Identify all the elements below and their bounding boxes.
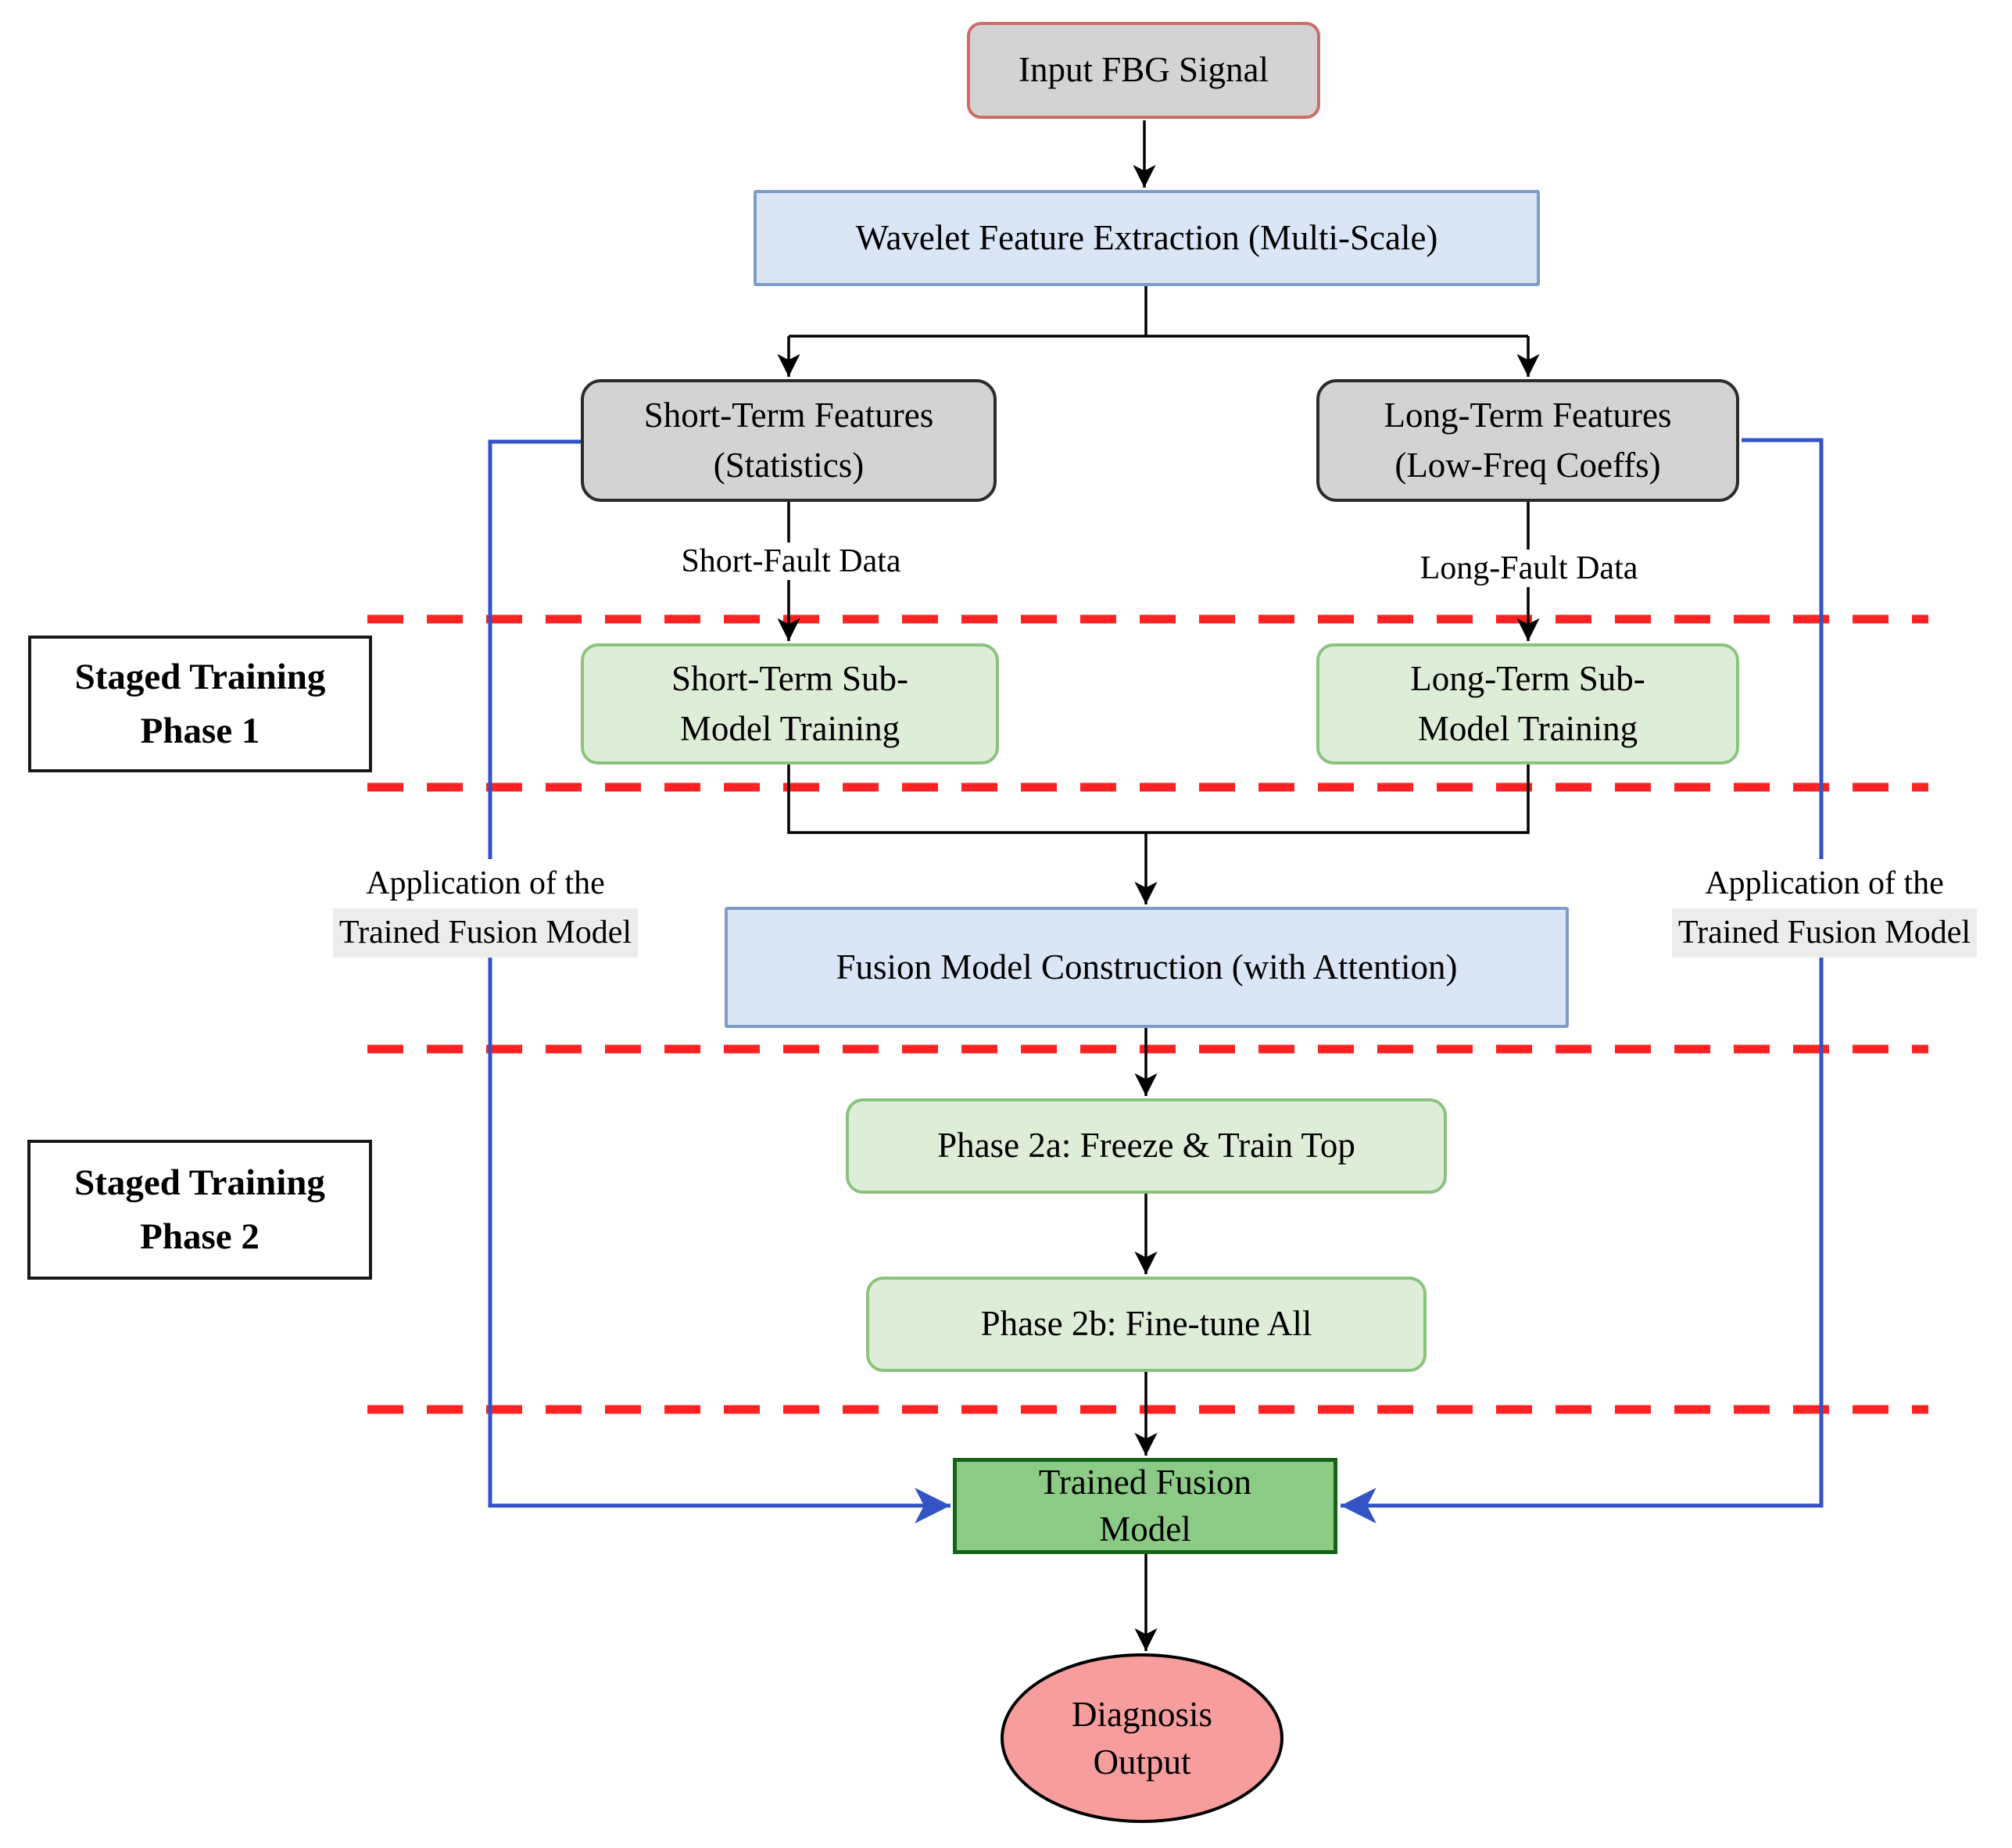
app-label-line-1: Application of the (1699, 859, 1950, 908)
node-short-term-submodel-training: Short-Term Sub- Model Training (581, 643, 999, 765)
node-label-line-1: Long-Term Features (1384, 395, 1672, 435)
node-label: Input FBG Signal (1018, 50, 1269, 90)
node-label-line-1: Diagnosis (1072, 1694, 1212, 1734)
node-label-line-2: Model Training (679, 708, 900, 748)
node-long-term-features: Long-Term Features (Low-Freq Coeffs) (1316, 379, 1739, 502)
phase-label-line-1: Staged Training (74, 1162, 325, 1204)
node-long-term-submodel-training: Long-Term Sub- Model Training (1316, 643, 1739, 765)
phase-label-line-2: Phase 2 (140, 1216, 260, 1257)
node-short-term-features: Short-Term Features (Statistics) (581, 379, 997, 502)
app-label-line-2: Trained Fusion Model (1671, 908, 1978, 958)
node-label-line-2: (Statistics) (713, 445, 865, 485)
label-staged-training-phase-2: Staged Training Phase 2 (27, 1140, 372, 1280)
node-label: Fusion Model Construction (with Attentio… (836, 947, 1458, 987)
phase-label-line-1: Staged Training (74, 657, 326, 698)
label-long-fault-data: Long-Fault Data (1412, 550, 1646, 587)
node-diagnosis-output: Diagnosis Output (1001, 1653, 1283, 1823)
app-label-line-2: Trained Fusion Model (332, 908, 639, 958)
node-label: Wavelet Feature Extraction (Multi-Scale) (855, 217, 1438, 257)
node-fusion-model-construction: Fusion Model Construction (with Attentio… (725, 907, 1569, 1028)
blue-edge-right-application (1341, 438, 1824, 1524)
label-application-right: Application of the Trained Fusion Model (1671, 859, 1978, 958)
phase-label-line-2: Phase 1 (140, 710, 260, 751)
node-input-fbg-signal: Input FBG Signal (967, 22, 1320, 119)
node-label-line-1: Long-Term Sub- (1410, 658, 1645, 698)
edge-submodel-merge-bar (787, 765, 1530, 834)
node-phase-2b-fine-tune-all: Phase 2b: Fine-tune All (866, 1277, 1427, 1372)
node-label-line-2: Model (1099, 1509, 1191, 1549)
node-trained-fusion-model: Trained Fusion Model (953, 1458, 1337, 1554)
node-phase-2a-freeze-train-top: Phase 2a: Freeze & Train Top (846, 1098, 1447, 1194)
node-label: Phase 2a: Freeze & Train Top (937, 1126, 1355, 1166)
app-label-line-1: Application of the (360, 859, 611, 908)
node-label-line-2: (Low-Freq Coeffs) (1394, 445, 1661, 485)
node-label: Phase 2b: Fine-tune All (980, 1304, 1312, 1344)
blue-edge-left-application (488, 439, 951, 1524)
label-short-fault-data: Short-Fault Data (673, 543, 909, 580)
node-label-line-1: Short-Term Sub- (671, 658, 909, 698)
node-label-line-1: Trained Fusion (1038, 1463, 1252, 1502)
node-label-line-2: Model Training (1417, 708, 1638, 748)
node-label-line-1: Short-Term Features (643, 395, 934, 435)
node-wavelet-feature-extraction: Wavelet Feature Extraction (Multi-Scale) (754, 190, 1540, 286)
label-staged-training-phase-1: Staged Training Phase 1 (28, 636, 372, 772)
label-application-left: Application of the Trained Fusion Model (332, 859, 639, 958)
node-label-line-2: Output (1093, 1742, 1191, 1782)
